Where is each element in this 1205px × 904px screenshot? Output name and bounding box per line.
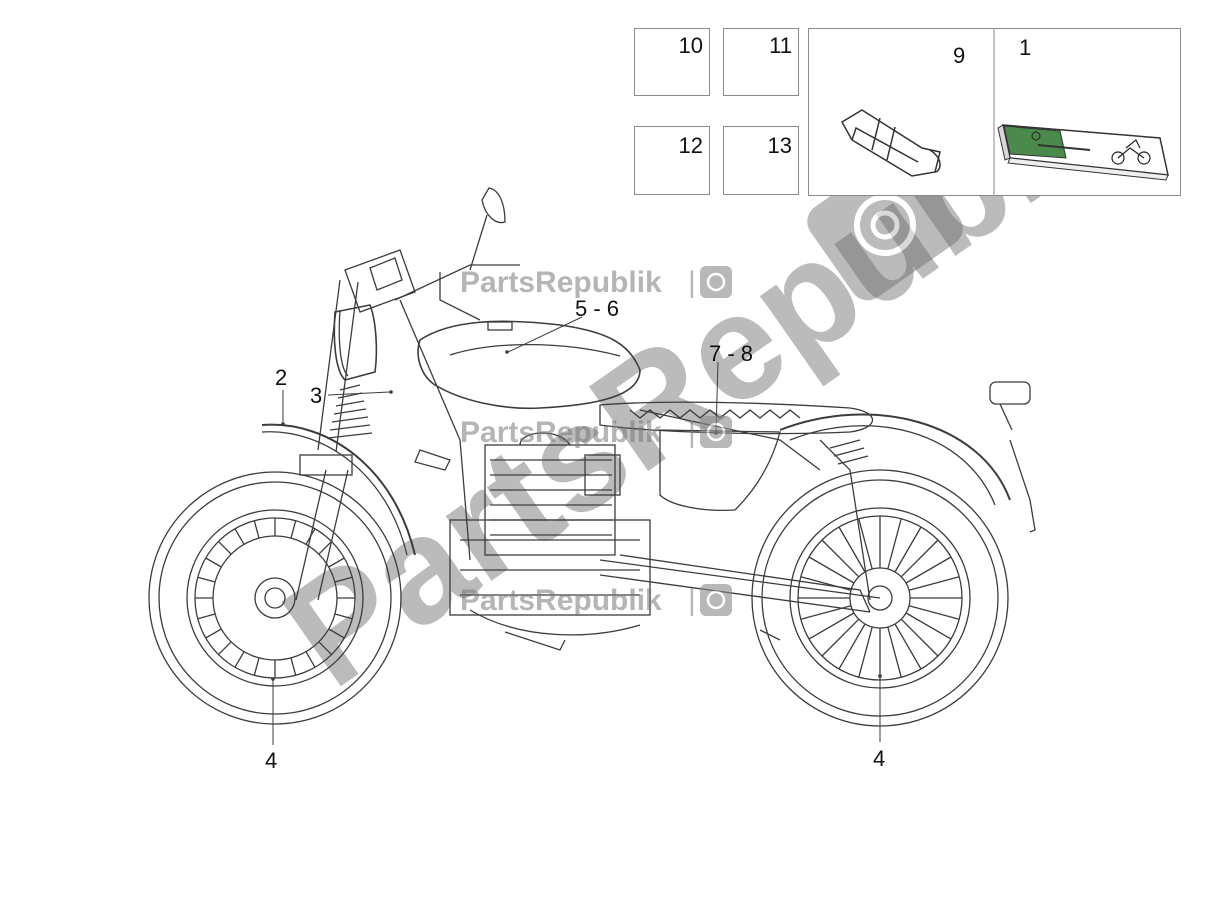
spoke — [305, 651, 316, 668]
watermark-text-1: PartsRepublik — [460, 266, 662, 299]
tool-pouch-icon — [840, 109, 941, 177]
watermark-text-3: PartsRepublik — [460, 584, 662, 617]
spoke — [905, 556, 952, 584]
spoke — [887, 518, 902, 570]
spoke — [808, 556, 855, 584]
spoke — [328, 557, 345, 568]
kit-box-11: 11 — [723, 28, 799, 96]
spoke — [908, 605, 960, 620]
spoke — [894, 526, 922, 573]
kit-box-10: 10 — [634, 28, 710, 96]
spoke — [234, 651, 245, 668]
kit-box-9-label: 9 — [953, 43, 966, 68]
spoke — [334, 576, 353, 583]
spoke — [328, 628, 345, 639]
kit-box-11-label: 11 — [769, 33, 792, 58]
fork-boot — [327, 384, 373, 439]
spoke — [290, 520, 297, 539]
callout-2: 2 — [275, 365, 288, 390]
spoke — [858, 626, 873, 678]
spoke — [905, 612, 952, 640]
spoke — [858, 518, 873, 570]
watermark-divider-3: | — [688, 584, 696, 617]
spoke — [318, 540, 333, 555]
callout-3: 3 — [310, 383, 323, 408]
kit-box-12: 12 — [634, 126, 710, 195]
front-spokes — [195, 518, 355, 678]
kit-box-1-label: 1 — [1019, 35, 1032, 60]
spoke — [887, 626, 902, 678]
spoke — [894, 623, 922, 670]
kit-box-12-label: 12 — [678, 133, 703, 158]
spoke — [253, 520, 260, 539]
spoke — [217, 540, 232, 555]
spoke — [205, 557, 222, 568]
kit-box-13: 13 — [723, 126, 799, 195]
spoke — [838, 526, 866, 573]
front-wheel — [148, 471, 402, 725]
spoke — [197, 613, 216, 620]
spoke — [908, 576, 960, 591]
watermark-divider-2: | — [688, 416, 696, 449]
spoke — [217, 641, 232, 656]
spoke — [838, 623, 866, 670]
callout-4-rear: 4 — [873, 746, 886, 771]
callout-4-front: 4 — [265, 748, 278, 773]
spoke — [290, 657, 297, 676]
spoke — [318, 641, 333, 656]
callout-7-8: 7 - 8 — [709, 341, 754, 366]
spoke — [900, 539, 939, 578]
spoke — [821, 539, 860, 578]
spoke — [234, 528, 245, 545]
spoke — [334, 613, 353, 620]
rear-spokes — [798, 516, 962, 680]
spoke — [821, 618, 860, 657]
spoke — [808, 612, 855, 640]
spoke — [253, 657, 260, 676]
manual-book-icon — [997, 124, 1169, 181]
spoke — [205, 628, 222, 639]
kit-box-13-label: 13 — [767, 133, 792, 158]
callout-5-6: 5 - 6 — [575, 296, 620, 321]
watermark-divider-1: | — [688, 266, 696, 299]
watermark-gear-badges — [700, 266, 732, 616]
spoke — [197, 576, 216, 583]
watermark-text-2: PartsRepublik — [460, 416, 662, 449]
kit-box-10-label: 10 — [678, 33, 703, 58]
spoke — [900, 618, 939, 657]
leader-dots — [271, 350, 882, 681]
leader-lines — [272, 316, 881, 745]
